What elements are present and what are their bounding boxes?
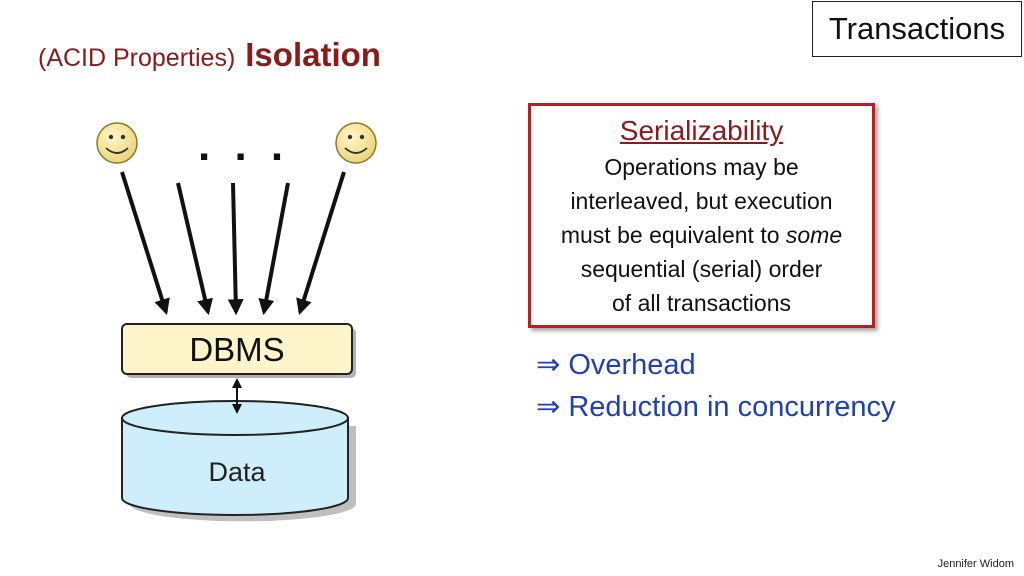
- dbms-label: DBMS: [189, 331, 285, 368]
- author-credit: Jennifer Widom: [937, 558, 1014, 570]
- consequence-item: ⇒Reduction in concurrency: [536, 386, 896, 428]
- transaction-arrow: [120, 171, 170, 316]
- data-label: Data: [208, 456, 266, 487]
- title-main: Isolation: [245, 36, 381, 73]
- definition-line: sequential (serial) order: [580, 256, 823, 282]
- definition-text: must be equivalent to: [560, 222, 786, 248]
- definition-line: Operations may be: [604, 154, 799, 180]
- consequences-list: ⇒Overhead ⇒Reduction in concurrency: [536, 344, 896, 428]
- consequence-text: Reduction in concurrency: [568, 391, 896, 423]
- user-smiley-icon: [335, 122, 377, 164]
- slide-title: (ACID Properties) Isolation: [38, 36, 381, 74]
- dbms-box: [121, 323, 356, 378]
- definition-line: must be equivalent to some: [531, 218, 872, 252]
- implies-arrow-icon: ⇒: [536, 391, 561, 423]
- title-subtitle: (ACID Properties): [38, 44, 236, 72]
- transaction-arrow: [227, 182, 244, 316]
- consequence-item: ⇒Overhead: [536, 344, 896, 386]
- topic-box: Transactions: [812, 1, 1022, 57]
- transaction-arrow: [258, 182, 290, 316]
- transaction-arrows: [120, 171, 346, 316]
- serializability-title: Serializability: [619, 115, 784, 146]
- ellipsis-label: . . .: [198, 121, 289, 170]
- definition-line: interleaved, but execution: [570, 188, 833, 214]
- implies-arrow-icon: ⇒: [536, 349, 561, 381]
- definition-line: of all transactions: [612, 290, 791, 316]
- definition-emphasis: some: [785, 222, 843, 248]
- serializability-box: Serializability Operations may be interl…: [528, 103, 875, 328]
- user-smiley-icon: [96, 122, 138, 164]
- topic-label: Transactions: [828, 11, 1006, 46]
- transaction-arrow: [296, 171, 346, 316]
- data-cylinder: [121, 400, 356, 522]
- consequence-text: Overhead: [568, 349, 696, 381]
- transaction-arrow: [176, 182, 213, 316]
